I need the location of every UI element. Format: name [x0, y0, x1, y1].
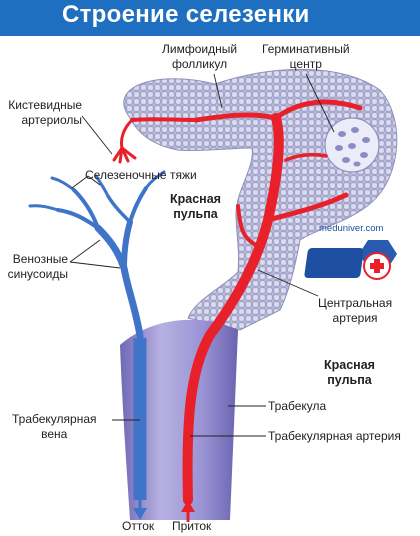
label-germinal-center-line1: Герминативный: [262, 42, 350, 56]
penicillar-arterioles: [112, 118, 137, 164]
leader-lines: [69, 73, 335, 437]
label-splenic-cords: Селезеночные тяжи: [85, 168, 197, 182]
label-red-pulp-2-line2: пульпа: [327, 373, 372, 387]
label-trabecular-vein: Трабекулярная вена: [12, 412, 97, 442]
label-central-artery: Центральная артерия: [318, 296, 392, 326]
trabecula-shape: [120, 319, 238, 520]
label-trabecular-vein-line1: Трабекулярная: [12, 412, 97, 426]
page-title: Строение селезенки: [62, 1, 310, 28]
arterial-tree: [130, 99, 363, 505]
label-central-artery-line1: Центральная: [318, 296, 393, 310]
label-red-pulp-1-line2: пульпа: [173, 207, 218, 221]
site-logo: [304, 240, 397, 280]
label-lymphoid-follicle-line2: фолликул: [171, 57, 228, 71]
label-venous-sinusoids-line2: синусоиды: [7, 267, 68, 281]
label-inflow: Приток: [172, 519, 212, 533]
label-central-artery-line2: артерия: [332, 311, 378, 325]
watermark-text: meduniver.com: [319, 223, 384, 234]
label-venous-sinusoids-line1: Венозные: [12, 252, 68, 266]
label-germinal-center: Герминативный центр: [262, 42, 350, 72]
germinal-center-circle: [324, 117, 380, 173]
label-penicillar-arterioles-line1: Кистевидные: [8, 98, 82, 112]
label-lymphoid-follicle: Лимфоидный фолликул: [162, 42, 237, 72]
inflow-arrow: [181, 500, 195, 522]
label-trabecula: Трабекула: [268, 399, 327, 413]
label-lymphoid-follicle-line1: Лимфоидный: [162, 42, 238, 56]
label-venous-sinusoids: Венозные синусоиды: [6, 252, 68, 282]
outflow-arrow: [133, 500, 147, 520]
label-germinal-center-line2: центр: [289, 57, 322, 71]
label-red-pulp-1-line1: Красная: [170, 192, 221, 206]
label-penicillar-arterioles: Кистевидные артериолы: [8, 98, 82, 128]
label-red-pulp-2-line1: Красная: [324, 358, 375, 372]
venous-sinusoid-branches: [28, 170, 166, 340]
label-red-pulp-1: Красная пульпа: [170, 192, 221, 222]
label-outflow: Отток: [122, 519, 155, 533]
title-bar: Строение селезенки: [0, 0, 420, 36]
label-trabecular-vein-line2: вена: [41, 427, 68, 441]
label-penicillar-arterioles-line2: артериолы: [21, 113, 82, 127]
label-red-pulp-2: Красная пульпа: [324, 358, 375, 388]
label-trabecular-artery: Трабекулярная артерия: [268, 429, 401, 443]
